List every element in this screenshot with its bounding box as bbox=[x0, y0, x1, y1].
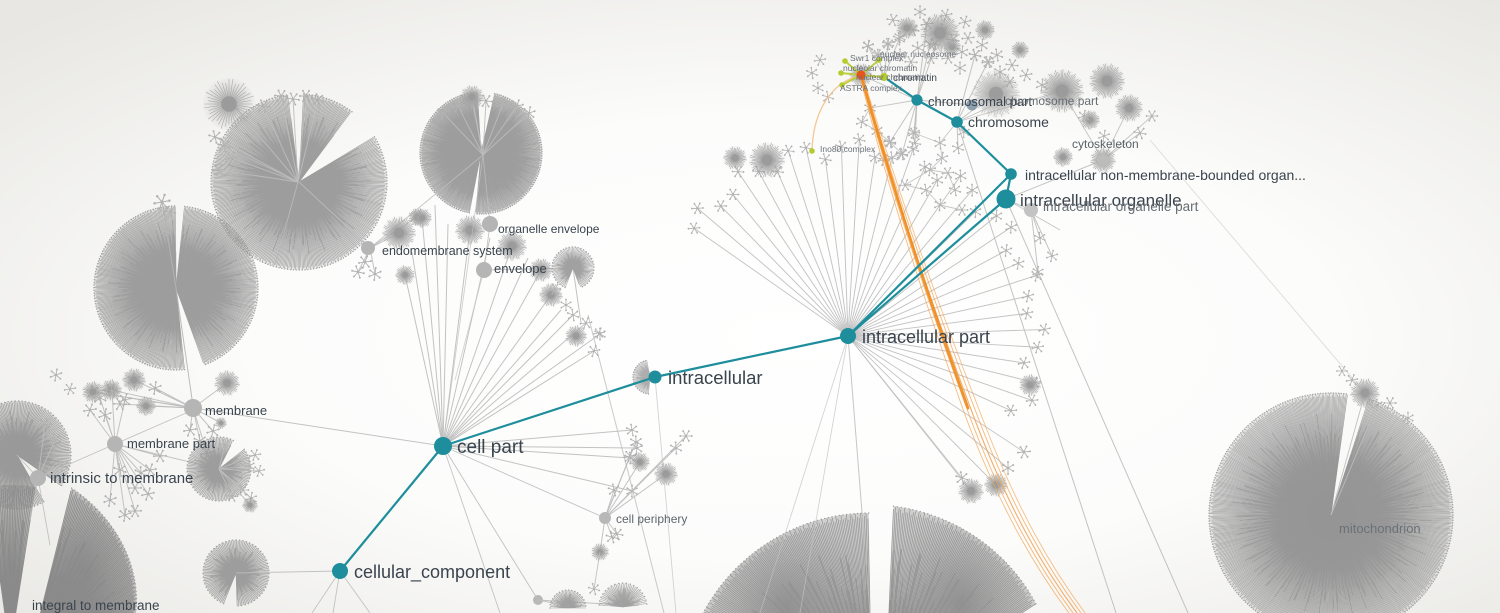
svg-text:intracellular organelle part: intracellular organelle part bbox=[1043, 199, 1199, 214]
svg-text:intracellular part: intracellular part bbox=[862, 327, 990, 347]
svg-text:membrane: membrane bbox=[205, 403, 267, 418]
svg-text:cellular_component: cellular_component bbox=[354, 562, 510, 583]
svg-text:intracellular non-membrane-bou: intracellular non-membrane-bounded organ… bbox=[1025, 167, 1306, 183]
svg-text:intracellular: intracellular bbox=[668, 367, 763, 388]
svg-text:Ino80 complex: Ino80 complex bbox=[820, 144, 876, 154]
svg-text:mitochondrion: mitochondrion bbox=[1339, 521, 1421, 536]
svg-text:nucleolar chromatin: nucleolar chromatin bbox=[843, 63, 917, 73]
svg-text:cell part: cell part bbox=[457, 437, 524, 458]
svg-text:Swr1 complex: Swr1 complex bbox=[850, 53, 904, 63]
svg-text:integral to membrane: integral to membrane bbox=[32, 598, 160, 613]
svg-text:chromosomal part: chromosomal part bbox=[928, 94, 1032, 109]
svg-text:intracellular organelle: intracellular organelle bbox=[1020, 191, 1182, 210]
svg-text:organelle envelope: organelle envelope bbox=[498, 222, 600, 236]
svg-text:chromosome: chromosome bbox=[968, 114, 1049, 130]
svg-text:intrinsic to membrane: intrinsic to membrane bbox=[50, 470, 193, 487]
svg-text:cell periphery: cell periphery bbox=[616, 512, 687, 526]
svg-text:envelope: envelope bbox=[494, 261, 547, 276]
svg-text:nuclear chromatin: nuclear chromatin bbox=[856, 72, 924, 82]
svg-text:ASTRA complex: ASTRA complex bbox=[840, 83, 903, 93]
svg-text:chromatin: chromatin bbox=[893, 73, 937, 84]
svg-text:chromosome part: chromosome part bbox=[1005, 94, 1099, 108]
svg-text:cytoskeleton: cytoskeleton bbox=[1072, 137, 1139, 151]
svg-text:nuclear nucleosome: nuclear nucleosome bbox=[880, 49, 956, 59]
svg-text:membrane part: membrane part bbox=[127, 436, 216, 451]
svg-text:endomembrane system: endomembrane system bbox=[382, 244, 513, 258]
